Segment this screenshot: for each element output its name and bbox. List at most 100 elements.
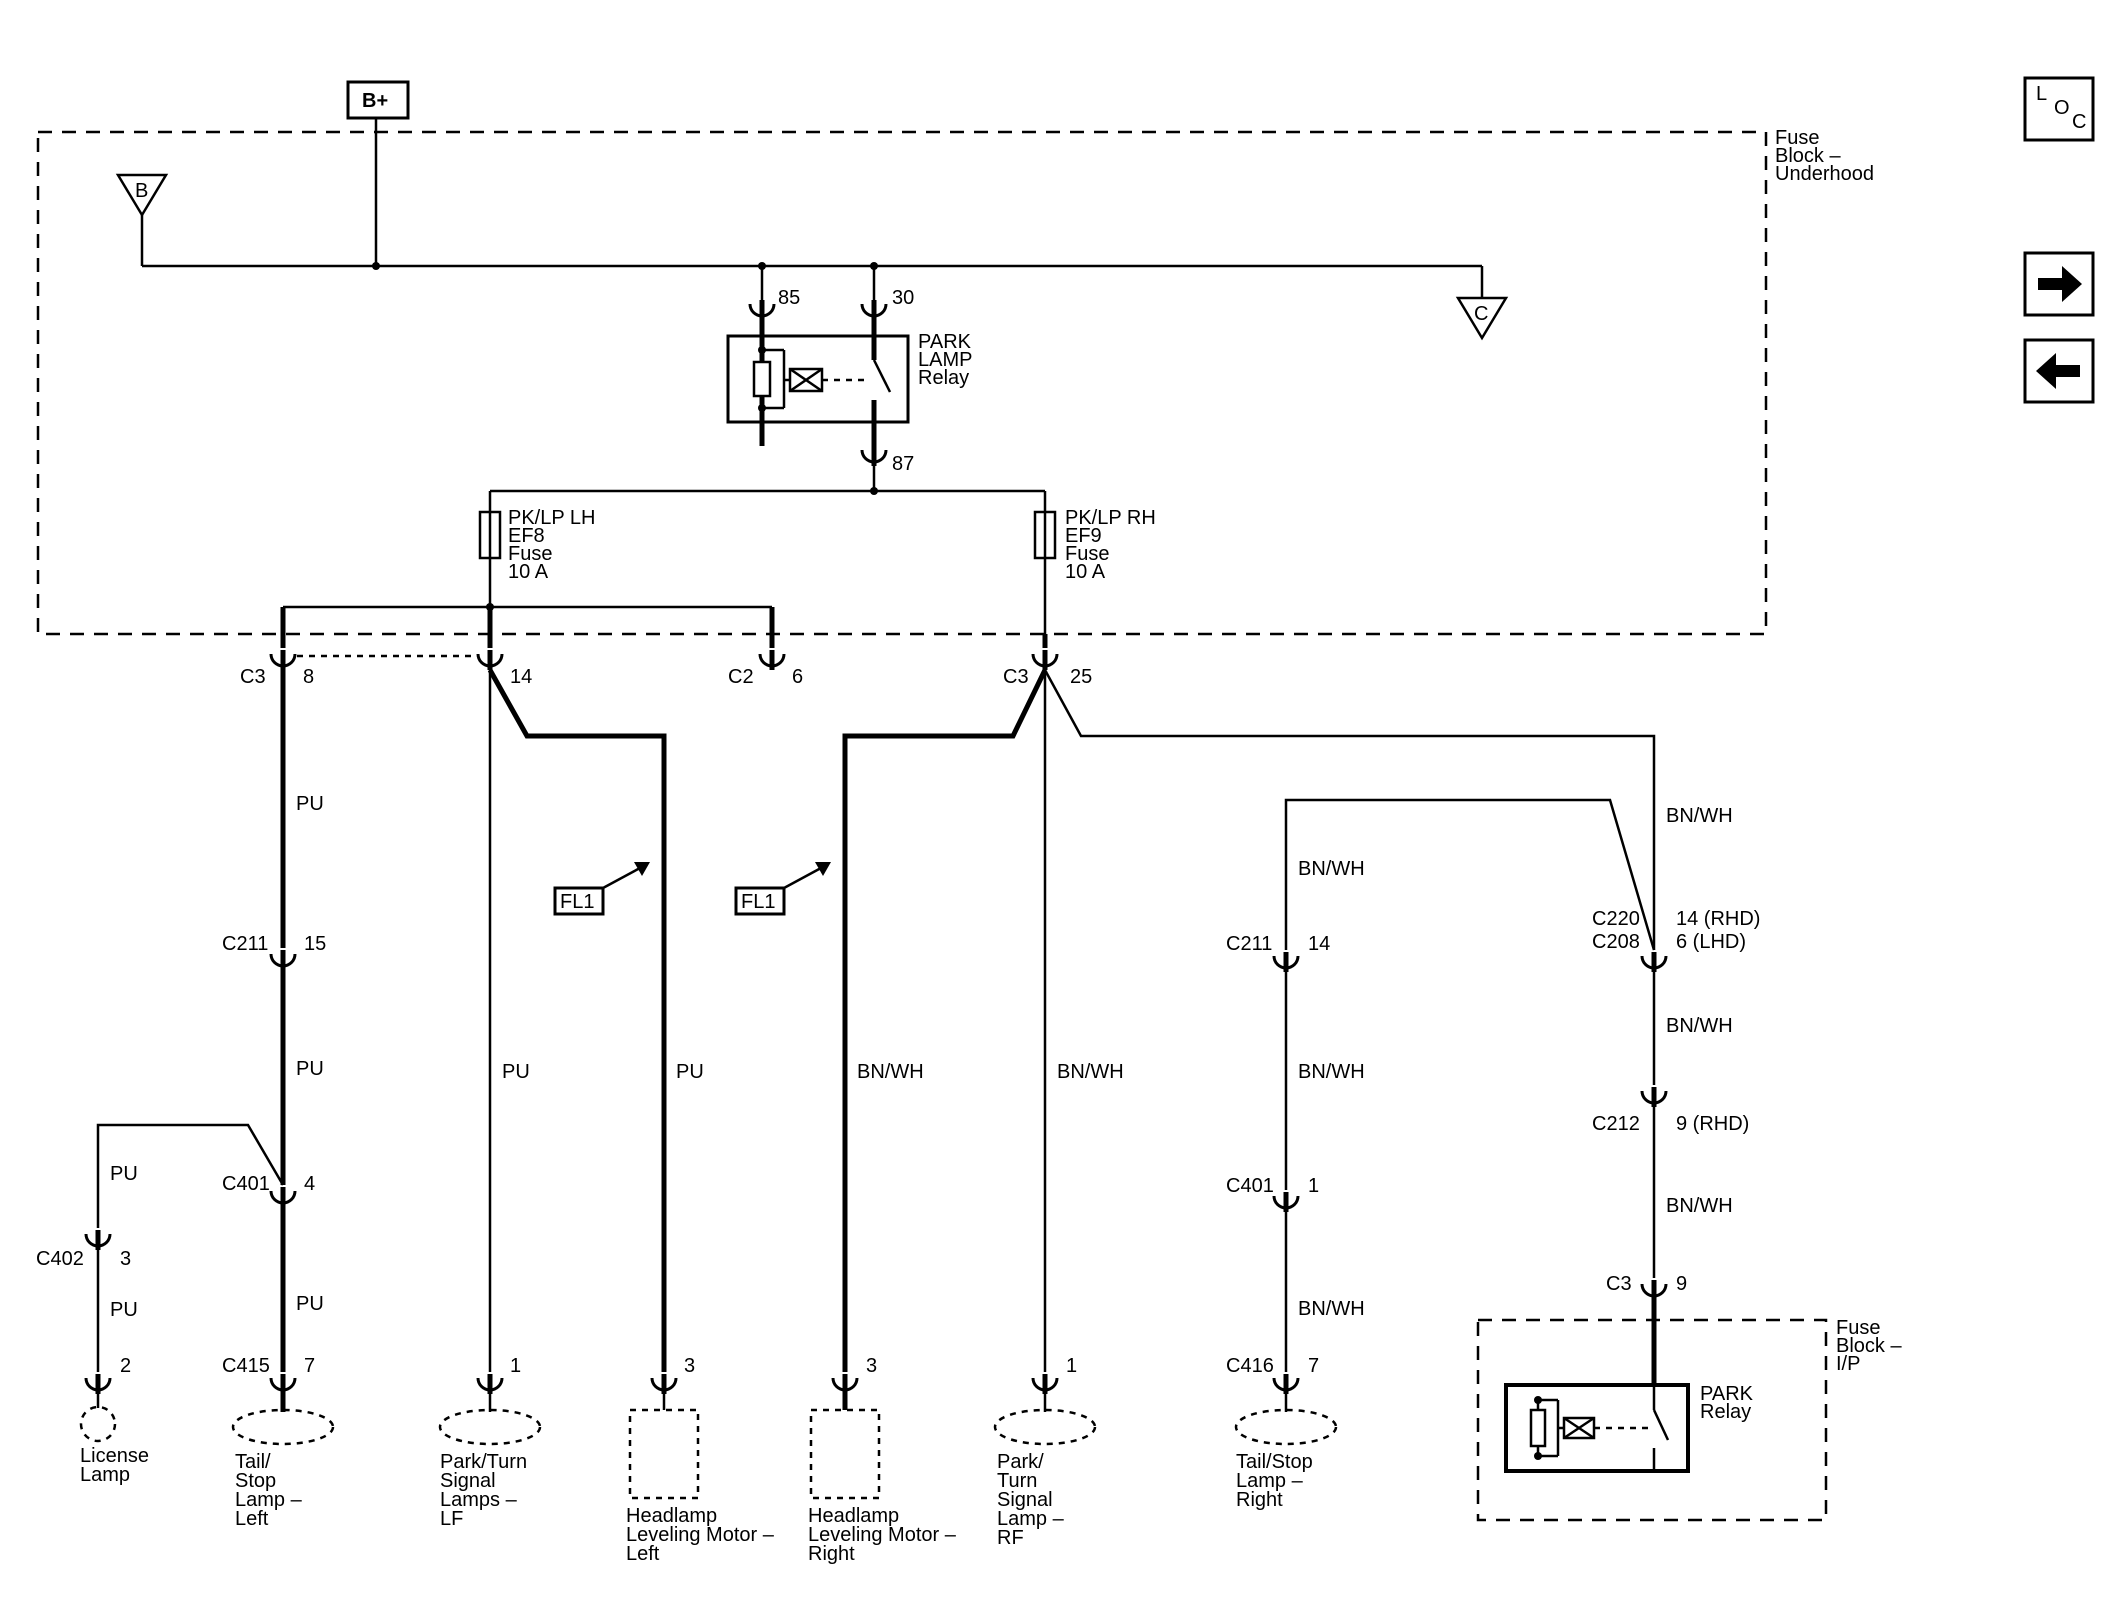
svg-text:BN/WH: BN/WH <box>1666 1195 1733 1217</box>
svg-text:2: 2 <box>120 1355 131 1377</box>
svg-text:Fuse: Fuse <box>508 543 552 565</box>
svg-text:C401: C401 <box>1226 1175 1274 1197</box>
svg-text:Lamp –: Lamp – <box>1236 1470 1304 1492</box>
svg-text:BN/WH: BN/WH <box>1057 1061 1124 1083</box>
svg-text:PU: PU <box>296 793 324 815</box>
svg-text:Signal: Signal <box>997 1489 1053 1511</box>
svg-text:14: 14 <box>510 666 532 688</box>
svg-text:BN/WH: BN/WH <box>857 1061 924 1083</box>
svg-text:PU: PU <box>296 1293 324 1315</box>
svg-text:3: 3 <box>120 1248 131 1270</box>
loc-button[interactable]: L O C <box>2023 76 2095 142</box>
svg-text:BN/WH: BN/WH <box>1298 858 1365 880</box>
svg-text:1: 1 <box>510 1355 521 1377</box>
svg-text:Relay: Relay <box>1700 1401 1751 1423</box>
headlamp-leveling-motor-left <box>628 1408 700 1500</box>
svg-text:Lamp –: Lamp – <box>997 1508 1065 1530</box>
svg-text:C212: C212 <box>1592 1113 1640 1135</box>
svg-text:PARK: PARK <box>1700 1383 1754 1405</box>
relay-pin-30: 30 <box>892 287 914 309</box>
svg-text:BN/WH: BN/WH <box>1666 805 1733 827</box>
svg-text:Tail/Stop: Tail/Stop <box>1236 1451 1313 1473</box>
tail-stop-lamp-right <box>1234 1408 1338 1446</box>
svg-text:PU: PU <box>502 1061 530 1083</box>
arrow-left-icon <box>2036 353 2080 389</box>
headlamp-leveling-motor-right <box>809 1408 881 1500</box>
svg-text:EF8: EF8 <box>508 525 545 547</box>
svg-text:PK/LP LH: PK/LP LH <box>508 507 595 529</box>
svg-text:7: 7 <box>1308 1355 1319 1377</box>
svg-text:Stop: Stop <box>235 1470 276 1492</box>
svg-text:6: 6 <box>792 666 803 688</box>
svg-text:B: B <box>135 180 148 202</box>
svg-text:10 A: 10 A <box>1065 561 1106 583</box>
svg-text:I/P: I/P <box>1836 1353 1860 1375</box>
svg-text:Fuse: Fuse <box>1836 1317 1880 1339</box>
svg-text:C208: C208 <box>1592 931 1640 953</box>
svg-text:C: C <box>1474 303 1488 325</box>
svg-text:Tail/: Tail/ <box>235 1451 271 1473</box>
triangle-c: C <box>1455 296 1509 341</box>
svg-text:Turn: Turn <box>997 1470 1037 1492</box>
svg-text:C2: C2 <box>728 666 754 688</box>
svg-text:C3: C3 <box>240 666 266 688</box>
fuse-block-underhood-label-3: Underhood <box>1775 163 1874 185</box>
svg-text:25: 25 <box>1070 666 1092 688</box>
svg-text:C211: C211 <box>222 933 268 955</box>
fuse-block-underhood-label-1: Fuse <box>1775 127 1819 149</box>
svg-text:FL1: FL1 <box>560 891 594 913</box>
svg-text:RF: RF <box>997 1527 1024 1549</box>
svg-text:Leveling Motor –: Leveling Motor – <box>808 1524 957 1546</box>
svg-text:9: 9 <box>1676 1273 1687 1295</box>
svg-text:6 (LHD): 6 (LHD) <box>1676 931 1746 953</box>
svg-text:Headlamp: Headlamp <box>626 1505 717 1527</box>
svg-text:BN/WH: BN/WH <box>1666 1015 1733 1037</box>
svg-text:3: 3 <box>866 1355 877 1377</box>
relay-label-3: Relay <box>918 367 969 389</box>
loc-c: C <box>2072 111 2086 133</box>
svg-text:BN/WH: BN/WH <box>1298 1298 1365 1320</box>
svg-text:Leveling Motor –: Leveling Motor – <box>626 1524 775 1546</box>
svg-text:C3: C3 <box>1003 666 1029 688</box>
svg-text:C416: C416 <box>1226 1355 1274 1377</box>
svg-text:Block –: Block – <box>1836 1335 1902 1357</box>
svg-text:3: 3 <box>684 1355 695 1377</box>
svg-text:Right: Right <box>1236 1489 1283 1511</box>
relay-label-2: LAMP <box>918 349 972 371</box>
park-relay-ip: PARK Relay <box>1504 1383 1754 1473</box>
svg-text:Right: Right <box>808 1543 855 1565</box>
loc-l: L <box>2036 83 2047 105</box>
fuse-block-ip-outline <box>1476 1318 1828 1522</box>
fl1-reference-right[interactable]: FL1 <box>734 862 831 916</box>
svg-text:C401: C401 <box>222 1173 270 1195</box>
arrow-right-icon <box>2038 266 2082 302</box>
park-lamp-relay: PARK LAMP Relay <box>726 320 972 446</box>
license-lamp <box>79 1405 117 1443</box>
svg-text:PU: PU <box>110 1299 138 1321</box>
triangle-b: B <box>115 173 169 218</box>
svg-text:PK/LP RH: PK/LP RH <box>1065 507 1156 529</box>
park-turn-lamp-rf <box>993 1408 1097 1446</box>
prev-page-button[interactable] <box>2023 338 2095 404</box>
svg-text:C3: C3 <box>1606 1273 1632 1295</box>
fl1-reference-left[interactable]: FL1 <box>553 862 650 916</box>
tail-stop-lamp-left <box>231 1408 335 1446</box>
svg-text:7: 7 <box>304 1355 315 1377</box>
svg-text:Park/Turn: Park/Turn <box>440 1451 527 1473</box>
svg-text:C211: C211 <box>1226 933 1272 955</box>
svg-text:Lamps –: Lamps – <box>440 1489 518 1511</box>
b-plus-label: B+ <box>362 90 388 112</box>
svg-text:Left: Left <box>235 1508 269 1530</box>
relay-label-1: PARK <box>918 331 972 353</box>
relay-pin-87: 87 <box>892 453 914 475</box>
svg-text:C415: C415 <box>222 1355 270 1377</box>
svg-text:Headlamp: Headlamp <box>808 1505 899 1527</box>
svg-text:Park/: Park/ <box>997 1451 1044 1473</box>
park-turn-lamp-lf <box>438 1408 542 1446</box>
svg-text:8: 8 <box>303 666 314 688</box>
next-page-button[interactable] <box>2023 251 2095 317</box>
b-plus-source: B+ <box>346 80 410 120</box>
svg-text:FL1: FL1 <box>741 891 775 913</box>
svg-text:PU: PU <box>296 1058 324 1080</box>
